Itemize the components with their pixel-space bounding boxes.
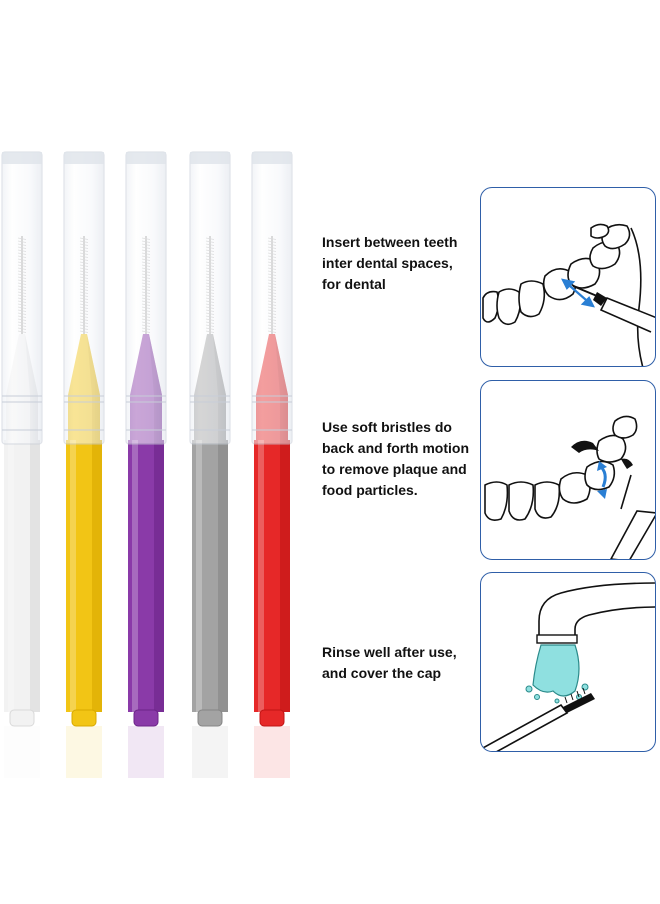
step-2-text: Use soft bristles do back and forth moti… [322,417,482,501]
interdental-insert-illustration [480,187,656,367]
brush-white [1,151,43,778]
step-2-line-1: Use soft bristles do [322,419,452,435]
step-1-text: Insert between teeth inter dental spaces… [322,232,482,295]
step-1-line-3: for dental [322,276,386,292]
brushing-motion-illustration [480,380,656,560]
brush-red [251,151,293,778]
rinse-faucet-illustration [480,572,656,752]
step-3-text: Rinse well after use, and cover the cap [322,642,482,684]
step-2-line-3: to remove plaque and [322,461,467,477]
step-1-line-1: Insert between teeth [322,234,458,250]
step-1-line-2: inter dental spaces, [322,255,453,271]
step-3-line-2: and cover the cap [322,665,442,681]
step-3-line-1: Rinse well after use, [322,644,457,660]
brush-yellow [63,151,105,778]
step-2-line-2: back and forth motion [322,440,469,456]
brush-purple [125,151,167,778]
brush-gray [189,151,231,778]
step-2-line-4: food particles. [322,482,418,498]
